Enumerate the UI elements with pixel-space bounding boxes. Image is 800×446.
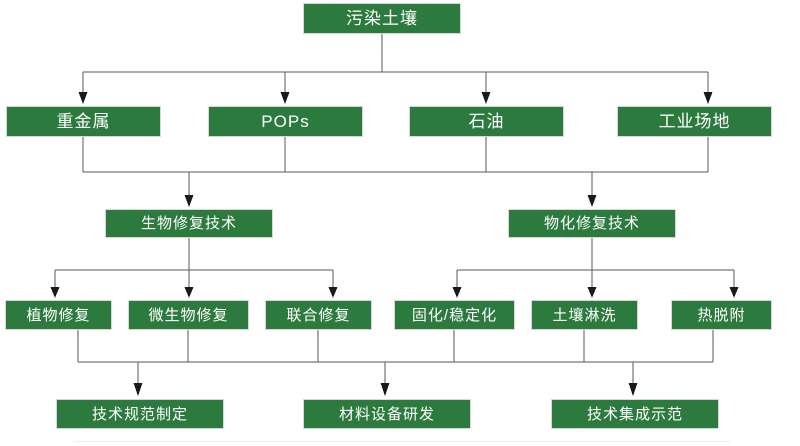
node-method-solidification-stabilization[interactable]: 固化/稳定化 <box>394 300 515 330</box>
node-label: 污染土壤 <box>346 9 418 28</box>
node-technology-bioremediation[interactable]: 生物修复技术 <box>105 209 273 238</box>
arrowheads-categories-to-tech <box>184 195 597 207</box>
node-method-microbial-remediation[interactable]: 微生物修复 <box>128 300 249 330</box>
node-outcome-material-equipment-rnd[interactable]: 材料设备研发 <box>303 399 471 429</box>
node-label: 植物修复 <box>26 306 91 324</box>
node-technology-physchem-remediation[interactable]: 物化修复技术 <box>508 209 676 238</box>
arrowheads-methods-to-outcomes <box>133 383 638 396</box>
arrowheads-bio-to-methods <box>50 287 338 298</box>
node-label: 微生物修复 <box>148 306 229 324</box>
node-method-phytoremediation[interactable]: 植物修复 <box>5 300 112 330</box>
connector-physchem-to-methods <box>456 238 735 287</box>
node-outcome-technology-integration-demo[interactable]: 技术集成示范 <box>551 399 719 429</box>
node-label: 石油 <box>468 112 505 131</box>
node-label: 固化/稳定化 <box>411 306 498 324</box>
bottom-divider <box>75 441 730 442</box>
arrowheads-root-to-categories <box>78 92 713 104</box>
node-method-thermal-desorption[interactable]: 热脱附 <box>671 300 772 330</box>
node-label: 联合修复 <box>286 306 351 324</box>
node-label: 生物修复技术 <box>140 215 237 232</box>
node-label: 土壤淋洗 <box>552 306 617 324</box>
node-label: 技术集成示范 <box>586 405 683 423</box>
node-method-combined-remediation[interactable]: 联合修复 <box>265 300 372 330</box>
node-label: 重金属 <box>56 112 111 131</box>
node-category-pops[interactable]: POPs <box>208 106 363 137</box>
arrowheads-physchem-to-methods <box>452 287 739 298</box>
connector-methods-to-outcomes <box>77 330 714 383</box>
node-label: 技术规范制定 <box>91 405 188 423</box>
connector-bio-to-methods <box>54 238 334 287</box>
node-label: 物化修复技术 <box>543 215 640 232</box>
node-label: 工业场地 <box>658 112 731 131</box>
node-label: POPs <box>261 112 310 131</box>
node-method-soil-washing[interactable]: 土壤淋洗 <box>531 300 638 330</box>
node-outcome-technical-standard[interactable]: 技术规范制定 <box>56 399 224 429</box>
node-category-heavy-metal[interactable]: 重金属 <box>6 106 161 137</box>
connector-categories-to-tech <box>82 137 709 195</box>
connector-root-to-categories <box>82 34 709 92</box>
node-category-industrial-site[interactable]: 工业场地 <box>617 106 772 137</box>
node-category-petroleum[interactable]: 石油 <box>409 106 564 137</box>
node-label: 热脱附 <box>697 306 746 324</box>
node-label: 材料设备研发 <box>338 405 435 423</box>
node-root-polluted-soil[interactable]: 污染土壤 <box>303 3 461 34</box>
